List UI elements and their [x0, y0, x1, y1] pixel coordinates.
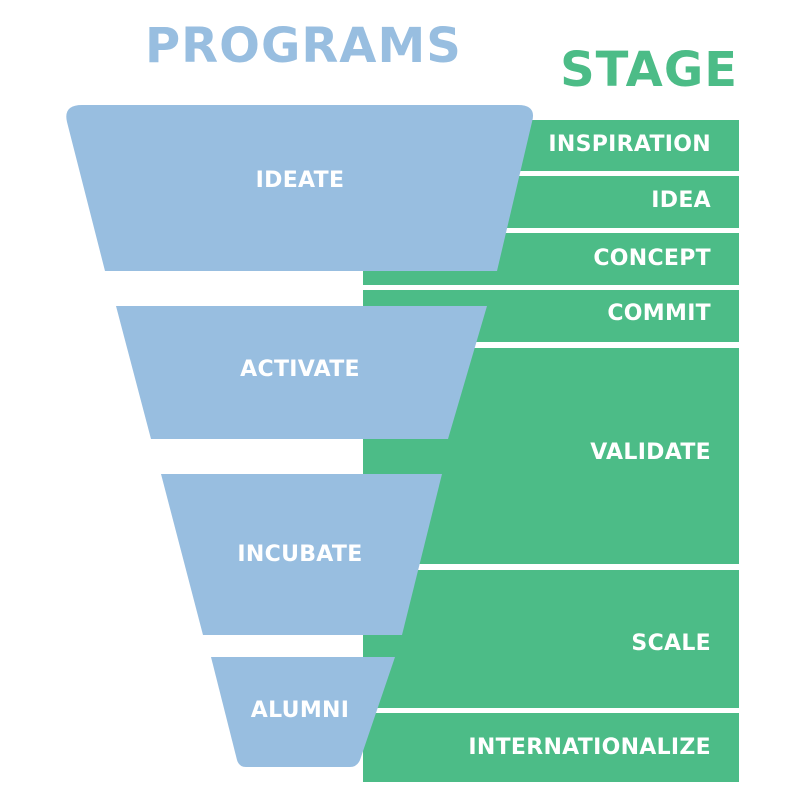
program-shape-alumni	[211, 657, 395, 767]
stage-label-commit: COMMIT	[607, 301, 711, 326]
programs-header: PROGRAMS	[145, 18, 462, 74]
stage-label-validate: VALIDATE	[590, 440, 711, 465]
stage-label-concept: CONCEPT	[593, 246, 711, 271]
stage-label-idea: IDEA	[651, 188, 711, 213]
program-shape-ideate	[66, 105, 534, 271]
program-label-ideate: IDEATE	[255, 168, 345, 193]
program-shape-incubate	[161, 474, 442, 635]
program-label-incubate: INCUBATE	[237, 542, 363, 567]
stage-label-internationalize: INTERNATIONALIZE	[468, 735, 711, 760]
program-label-activate: ACTIVATE	[240, 357, 360, 382]
stage-label-inspiration: INSPIRATION	[548, 132, 711, 157]
stage-box-internationalize: INTERNATIONALIZE	[363, 713, 739, 782]
program-label-alumni: ALUMNI	[250, 698, 350, 723]
program-shape-activate	[116, 306, 487, 439]
stage-header: STAGE	[560, 42, 738, 98]
stage-label-scale: SCALE	[631, 631, 711, 656]
stage-box-scale: SCALE	[363, 570, 739, 708]
